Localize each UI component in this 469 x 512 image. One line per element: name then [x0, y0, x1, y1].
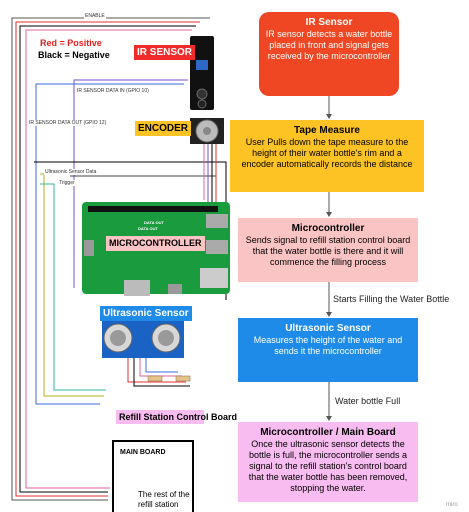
arrow-label-bottle-full: Water bottle Full — [335, 396, 401, 406]
resistor-2 — [175, 375, 191, 382]
ir-data-out-wire — [35, 83, 184, 405]
flow-step-title: Ultrasonic Sensor — [285, 323, 371, 334]
enable-wire — [11, 17, 210, 501]
legend-positive: Red = Positive — [40, 38, 102, 48]
encoder-tag: ENCODER — [135, 121, 192, 136]
ir-sensor-tag: IR SENSOR — [134, 45, 196, 60]
main-board-box: MAIN BOARD The rest of the refill statio… — [112, 440, 194, 512]
wire-label-enable: ENABLE — [84, 13, 106, 19]
flow-step-microcontroller: Microcontroller Sends signal to refill s… — [238, 218, 418, 282]
flow-step-body: User Pulls down the tape measure to the … — [241, 137, 413, 169]
pink-wire — [25, 29, 192, 489]
wire-label-ir-out: IR SENSOR DATA OUT (GPIO 12) — [28, 120, 108, 126]
miro-watermark: miro — [446, 502, 458, 508]
wire-label-ir-in: IR SENSOR DATA IN (GPIO 10) — [76, 88, 150, 94]
flow-step-title: Tape Measure — [294, 125, 360, 136]
legend-negative: Black = Negative — [38, 50, 110, 60]
flow-step-main-board: Microcontroller / Main Board Once the ul… — [238, 422, 418, 502]
arrow-label-starts-filling: Starts Filling the Water Bottle — [333, 294, 450, 304]
flow-step-title: Microcontroller / Main Board — [260, 427, 396, 438]
ir-receiver — [197, 99, 207, 109]
flow-step-tape-measure: Tape Measure User Pulls down the tape me… — [230, 120, 424, 192]
black-ground-wire — [19, 25, 196, 493]
ultrasonic-tag: Ultrasonic Sensor — [100, 306, 192, 321]
refill-station-tag: Refill Station Control Board — [116, 410, 237, 424]
pcb-data-out-1: DATA OUT — [144, 220, 164, 225]
wire-label-ultrasonic-data: Ultrasonic Sensor Data — [44, 169, 98, 175]
ultra-wire-red — [127, 356, 186, 383]
rest-of-station-label: The rest of the refill station — [138, 490, 190, 509]
main-board-label: MAIN BOARD — [120, 449, 166, 456]
trigger-wire — [40, 183, 106, 391]
red-power-wire — [15, 21, 200, 497]
ultra-wire-blue — [145, 356, 178, 373]
flow-step-ultrasonic: Ultrasonic Sensor Measures the height of… — [238, 318, 418, 382]
flow-step-title: IR Sensor — [305, 17, 353, 28]
flow-step-ir-sensor: IR Sensor IR sensor detects a water bott… — [259, 12, 399, 96]
ir-emitter — [196, 88, 208, 100]
pcb-data-out-2: DATA OUT — [138, 226, 158, 231]
resistor-1 — [147, 375, 163, 382]
ultra-wire-black — [133, 356, 190, 387]
ultrasonic-data-wire — [40, 173, 104, 397]
flow-step-body: Once the ultrasonic sensor detects the b… — [248, 439, 408, 493]
wire-label-trigger: Trigger — [58, 180, 76, 186]
flow-step-body: Measures the height of the water and sen… — [253, 335, 403, 356]
ir-sensor-board — [190, 36, 214, 110]
flow-step-title: Microcontroller — [291, 223, 365, 234]
ir-data-in-wire — [73, 79, 188, 288]
flow-step-body: Sends signal to refill station control b… — [245, 235, 411, 267]
ultra-wire-pink — [139, 356, 182, 377]
microcontroller-tag: MICROCONTROLLER — [106, 236, 205, 251]
flow-step-body: IR sensor detects a water bottle placed … — [265, 29, 393, 61]
